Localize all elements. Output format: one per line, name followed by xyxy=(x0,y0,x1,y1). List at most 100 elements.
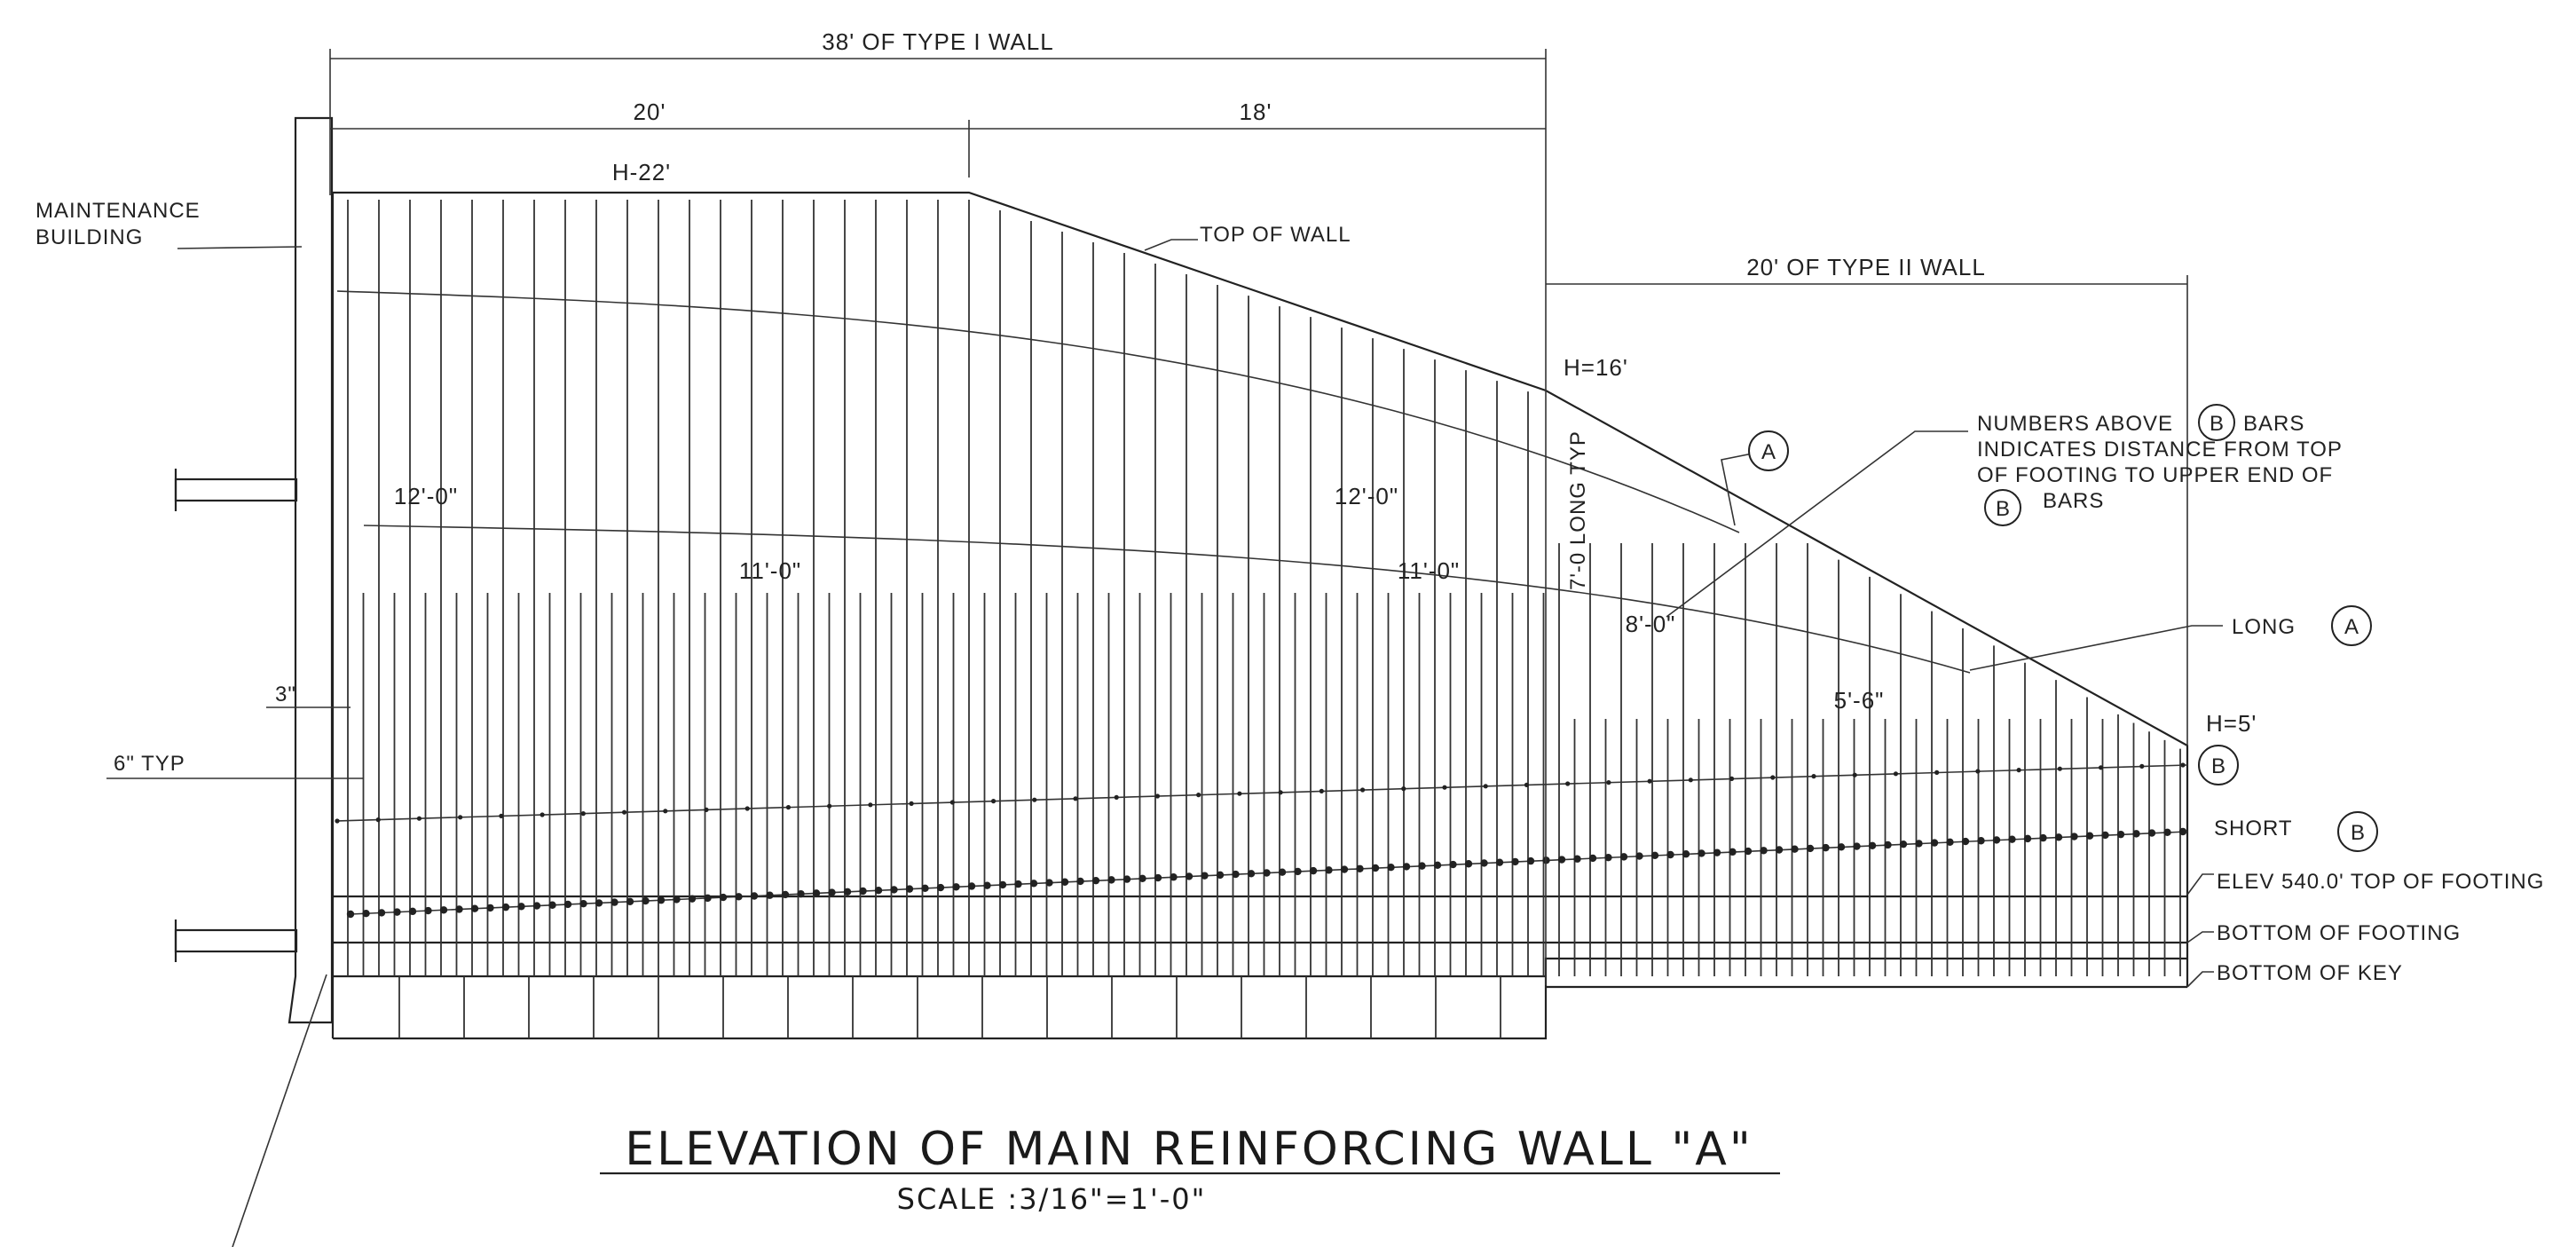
rebar-dot xyxy=(540,812,545,817)
rebar-dot xyxy=(1760,847,1768,855)
rebar-dot xyxy=(563,900,572,909)
rebar-dot xyxy=(990,799,997,804)
rebar-dot xyxy=(828,888,836,896)
rebar-dot xyxy=(1852,772,1857,777)
a-marker-bubble xyxy=(2331,605,2372,646)
bar-length-11-right: 11'-0" xyxy=(1398,557,1460,584)
rebar-dot xyxy=(346,910,355,919)
rebar-dot xyxy=(1014,880,1022,888)
rebar-dot xyxy=(1698,849,1706,857)
rebar-dot xyxy=(750,892,759,900)
rebar-dot xyxy=(2139,763,2145,770)
rebar-dot xyxy=(936,883,945,892)
rebar-dot xyxy=(1526,856,1535,865)
rebar-dot xyxy=(812,889,821,897)
b-marker-bubble xyxy=(1984,489,2021,526)
rebar-dot xyxy=(1682,850,1690,858)
rebar-dot xyxy=(1123,875,1131,883)
rebar-dot xyxy=(1278,868,1287,876)
rebar-dot xyxy=(1899,840,1908,848)
rebar-dot xyxy=(1806,844,1815,853)
rebar-dot xyxy=(1915,840,1923,848)
note-line2: INDICATES DISTANCE FROM TOP xyxy=(1977,438,2343,462)
rebar-dot xyxy=(1387,863,1395,872)
rebar-dot xyxy=(2180,762,2186,768)
maintenance-building-label-line1: MAINTENANCE xyxy=(35,199,201,223)
three-inch-label: 3" xyxy=(275,683,296,706)
rebar-dot xyxy=(1650,851,1659,859)
rebar-dot xyxy=(532,902,541,910)
rebar-dot xyxy=(781,890,790,899)
rebar-dot xyxy=(1247,870,1256,878)
rebar-dot xyxy=(688,895,697,903)
rebar-dot xyxy=(1263,869,1271,877)
type2-wall-length-label: 20' OF TYPE II WALL xyxy=(1746,254,1986,280)
rebar-dot xyxy=(1114,794,1119,801)
rebar-dot xyxy=(611,898,618,906)
rebar-dot xyxy=(439,906,448,914)
b-marker-letter: B xyxy=(2211,754,2225,778)
type1-wall-length-label: 38' OF TYPE I WALL xyxy=(822,28,1053,55)
rebar-dot xyxy=(719,893,728,902)
top-of-wall-label: TOP OF WALL xyxy=(1200,223,1351,247)
rebar-dot xyxy=(1606,780,1611,785)
height-5-label: H=5' xyxy=(2206,710,2257,737)
rebar-dot xyxy=(1588,854,1597,863)
rebar-dot xyxy=(2178,827,2187,836)
rebar-dot xyxy=(1511,857,1519,866)
rebar-dot xyxy=(1278,790,1283,795)
rebar-dot xyxy=(704,894,712,903)
rebar-dot xyxy=(1930,839,1939,847)
rebar-dot xyxy=(2101,831,2109,840)
note-line1-end: BARS xyxy=(2243,412,2304,436)
rebar-dot xyxy=(2085,832,2094,840)
rebar-dot xyxy=(2039,833,2047,842)
top-of-footing-label: ELEV 540.0' TOP OF FOOTING xyxy=(2217,870,2544,894)
rebar-dot xyxy=(704,807,709,813)
rebar-dot xyxy=(1524,782,1530,788)
rebar-dot xyxy=(1811,774,1816,779)
rebar-dot xyxy=(1977,837,1985,845)
rebar-dot xyxy=(2023,834,2032,843)
rebar-dot xyxy=(1480,859,1488,867)
rebar-dot xyxy=(1154,873,1162,882)
rebar-dot xyxy=(1294,867,1302,876)
rebar-dot xyxy=(1442,785,1447,790)
rebar-dot xyxy=(785,805,792,810)
b-marker-letter: B xyxy=(2351,821,2365,845)
rebar-dot xyxy=(1237,791,1242,796)
bottom-of-key-label: BOTTOM OF KEY xyxy=(2217,961,2403,985)
dimension-lines xyxy=(106,49,2188,1247)
rebar-dot xyxy=(1893,771,1899,777)
short-label: SHORT xyxy=(2214,817,2293,841)
rebar-dot xyxy=(1107,876,1115,884)
rebar-dot xyxy=(1418,862,1426,870)
bar-length-12-right: 12'-0" xyxy=(1335,483,1398,509)
drawing-scale: SCALE :3/16"=1'-0" xyxy=(897,1182,1207,1216)
bar-length-5-6-label: 5'-6" xyxy=(1834,687,1885,714)
rebar-dot xyxy=(1154,793,1161,799)
rebar-dot xyxy=(766,891,774,899)
rebar-dot xyxy=(621,809,627,815)
right-segment-length-label: 18' xyxy=(1240,99,1272,125)
rebar-dot xyxy=(1196,793,1201,798)
rebar-dot xyxy=(952,883,960,891)
seven-foot-long-typ-label: 7'-0 LONG TYP xyxy=(1566,430,1590,590)
rebar-dot xyxy=(1185,872,1193,880)
long-label: LONG xyxy=(2232,615,2296,639)
rebar-dot xyxy=(1371,864,1380,872)
note-line4: BARS xyxy=(2043,489,2104,513)
rebar-dot xyxy=(1934,770,1940,776)
rebar-dot xyxy=(2016,768,2021,773)
b-marker-bubble xyxy=(2198,745,2239,785)
height-22-label: H-22' xyxy=(612,159,671,185)
rebar-dot xyxy=(1666,850,1674,859)
rebar-dot xyxy=(335,818,340,824)
leader-lines xyxy=(1144,239,2223,988)
rebar-dot xyxy=(626,897,634,906)
rebar-dot xyxy=(921,884,929,893)
rebar-dot xyxy=(909,801,914,807)
rebar-dot xyxy=(1713,848,1721,856)
rebar-dot xyxy=(377,909,386,917)
rebar-dot xyxy=(657,896,666,904)
